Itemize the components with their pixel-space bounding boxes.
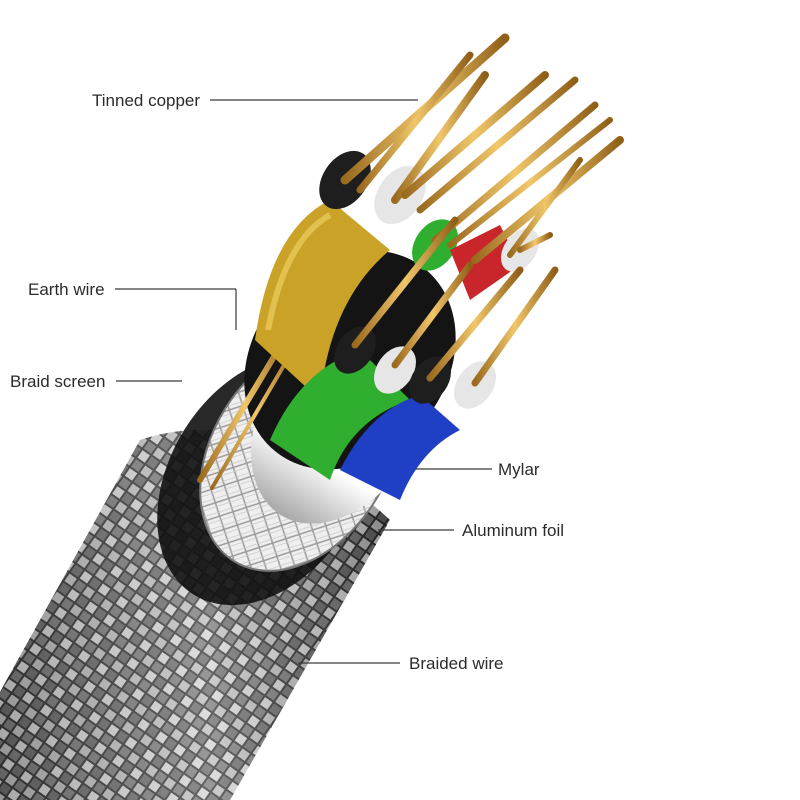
label-mylar: Mylar — [498, 460, 540, 479]
leader-lines — [115, 99, 492, 664]
tinned-copper-strands — [340, 33, 624, 387]
label-braided-wire: Braided wire — [409, 654, 504, 673]
label-tinned-copper: Tinned copper — [92, 91, 200, 110]
label-aluminum-foil: Aluminum foil — [462, 521, 564, 540]
callout-labels: Tinned copper Earth wire Braid screen My… — [10, 91, 564, 673]
label-earth-wire: Earth wire — [28, 280, 105, 299]
label-braid-screen: Braid screen — [10, 372, 105, 391]
